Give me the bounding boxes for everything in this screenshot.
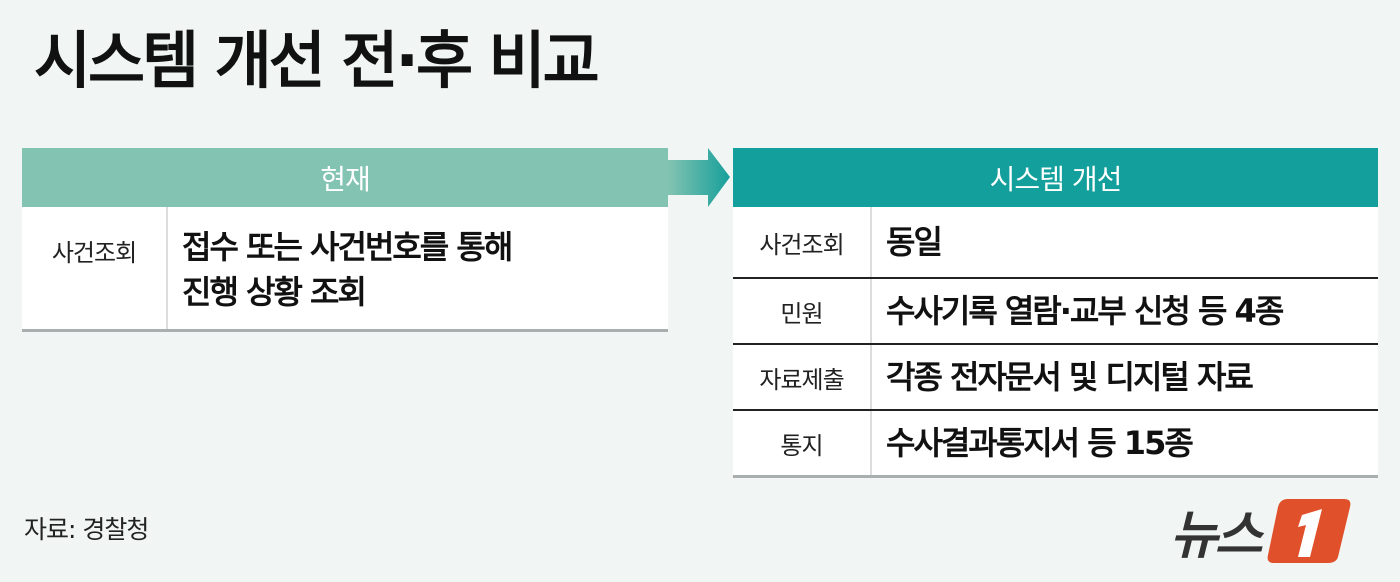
current-panel: 현재 사건조회 접수 또는 사건번호를 통해 진행 상황 조회 [22, 148, 668, 332]
logo-text: 뉴스 [1170, 505, 1263, 566]
current-panel-header: 현재 [22, 148, 668, 207]
page-title: 시스템 개선 전·후 비교 [34, 24, 600, 97]
source-caption: 자료: 경찰청 [24, 515, 149, 544]
logo-mark-icon [1267, 499, 1351, 563]
news1-logo: 뉴스 [1170, 492, 1352, 568]
row-label: 사건조회 [733, 207, 872, 277]
row-value: 수사기록 열람·교부 신청 등 4종 [886, 291, 1284, 330]
table-row: 자료제출 각종 전자문서 및 디지털 자료 [733, 343, 1378, 409]
row-label: 자료제출 [733, 345, 872, 409]
row-label: 민원 [733, 279, 872, 343]
right-arrow-icon [668, 148, 730, 207]
row-value: 동일 [886, 222, 943, 261]
improved-panel-body: 사건조회 동일 민원 수사기록 열람·교부 신청 등 4종 자료제출 각종 전자… [733, 207, 1378, 478]
row-label: 통지 [733, 411, 872, 475]
table-row: 사건조회 접수 또는 사건번호를 통해 진행 상황 조회 [22, 207, 668, 329]
improved-panel-header: 시스템 개선 [733, 148, 1378, 207]
table-row: 사건조회 동일 [733, 207, 1378, 277]
row-label: 사건조회 [22, 207, 168, 329]
row-value: 접수 또는 사건번호를 통해 진행 상황 조회 [182, 228, 513, 311]
table-row: 통지 수사결과통지서 등 15종 [733, 409, 1378, 475]
table-row: 민원 수사기록 열람·교부 신청 등 4종 [733, 277, 1378, 343]
row-value: 수사결과통지서 등 15종 [886, 423, 1194, 462]
row-value: 각종 전자문서 및 디지털 자료 [886, 357, 1254, 396]
current-panel-body: 사건조회 접수 또는 사건번호를 통해 진행 상황 조회 [22, 207, 668, 332]
improved-panel: 시스템 개선 사건조회 동일 민원 수사기록 열람·교부 신청 등 4종 자료제… [733, 148, 1378, 478]
